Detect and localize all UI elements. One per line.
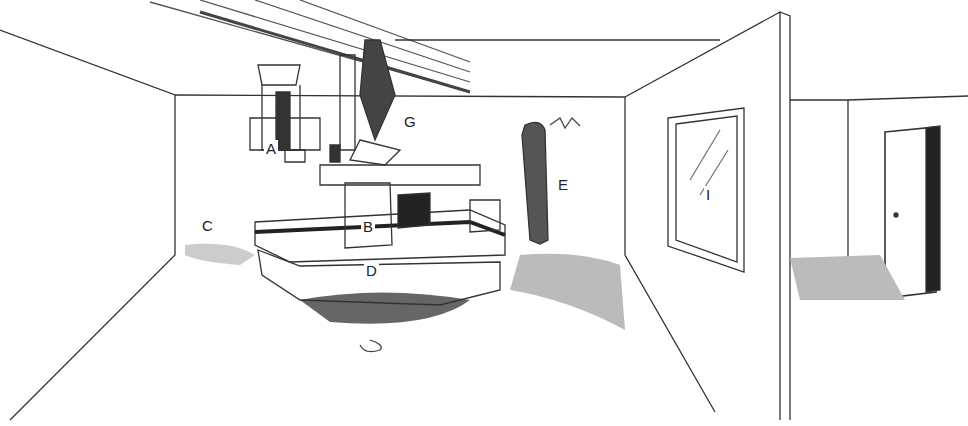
part-letter: G (402, 113, 418, 130)
part-letter: I (704, 186, 712, 203)
part-letter: D (364, 262, 379, 279)
part-letter: C (200, 217, 215, 234)
part-letter: E (556, 176, 570, 193)
part-letter: A (264, 140, 278, 157)
part-letter: B (361, 218, 375, 235)
